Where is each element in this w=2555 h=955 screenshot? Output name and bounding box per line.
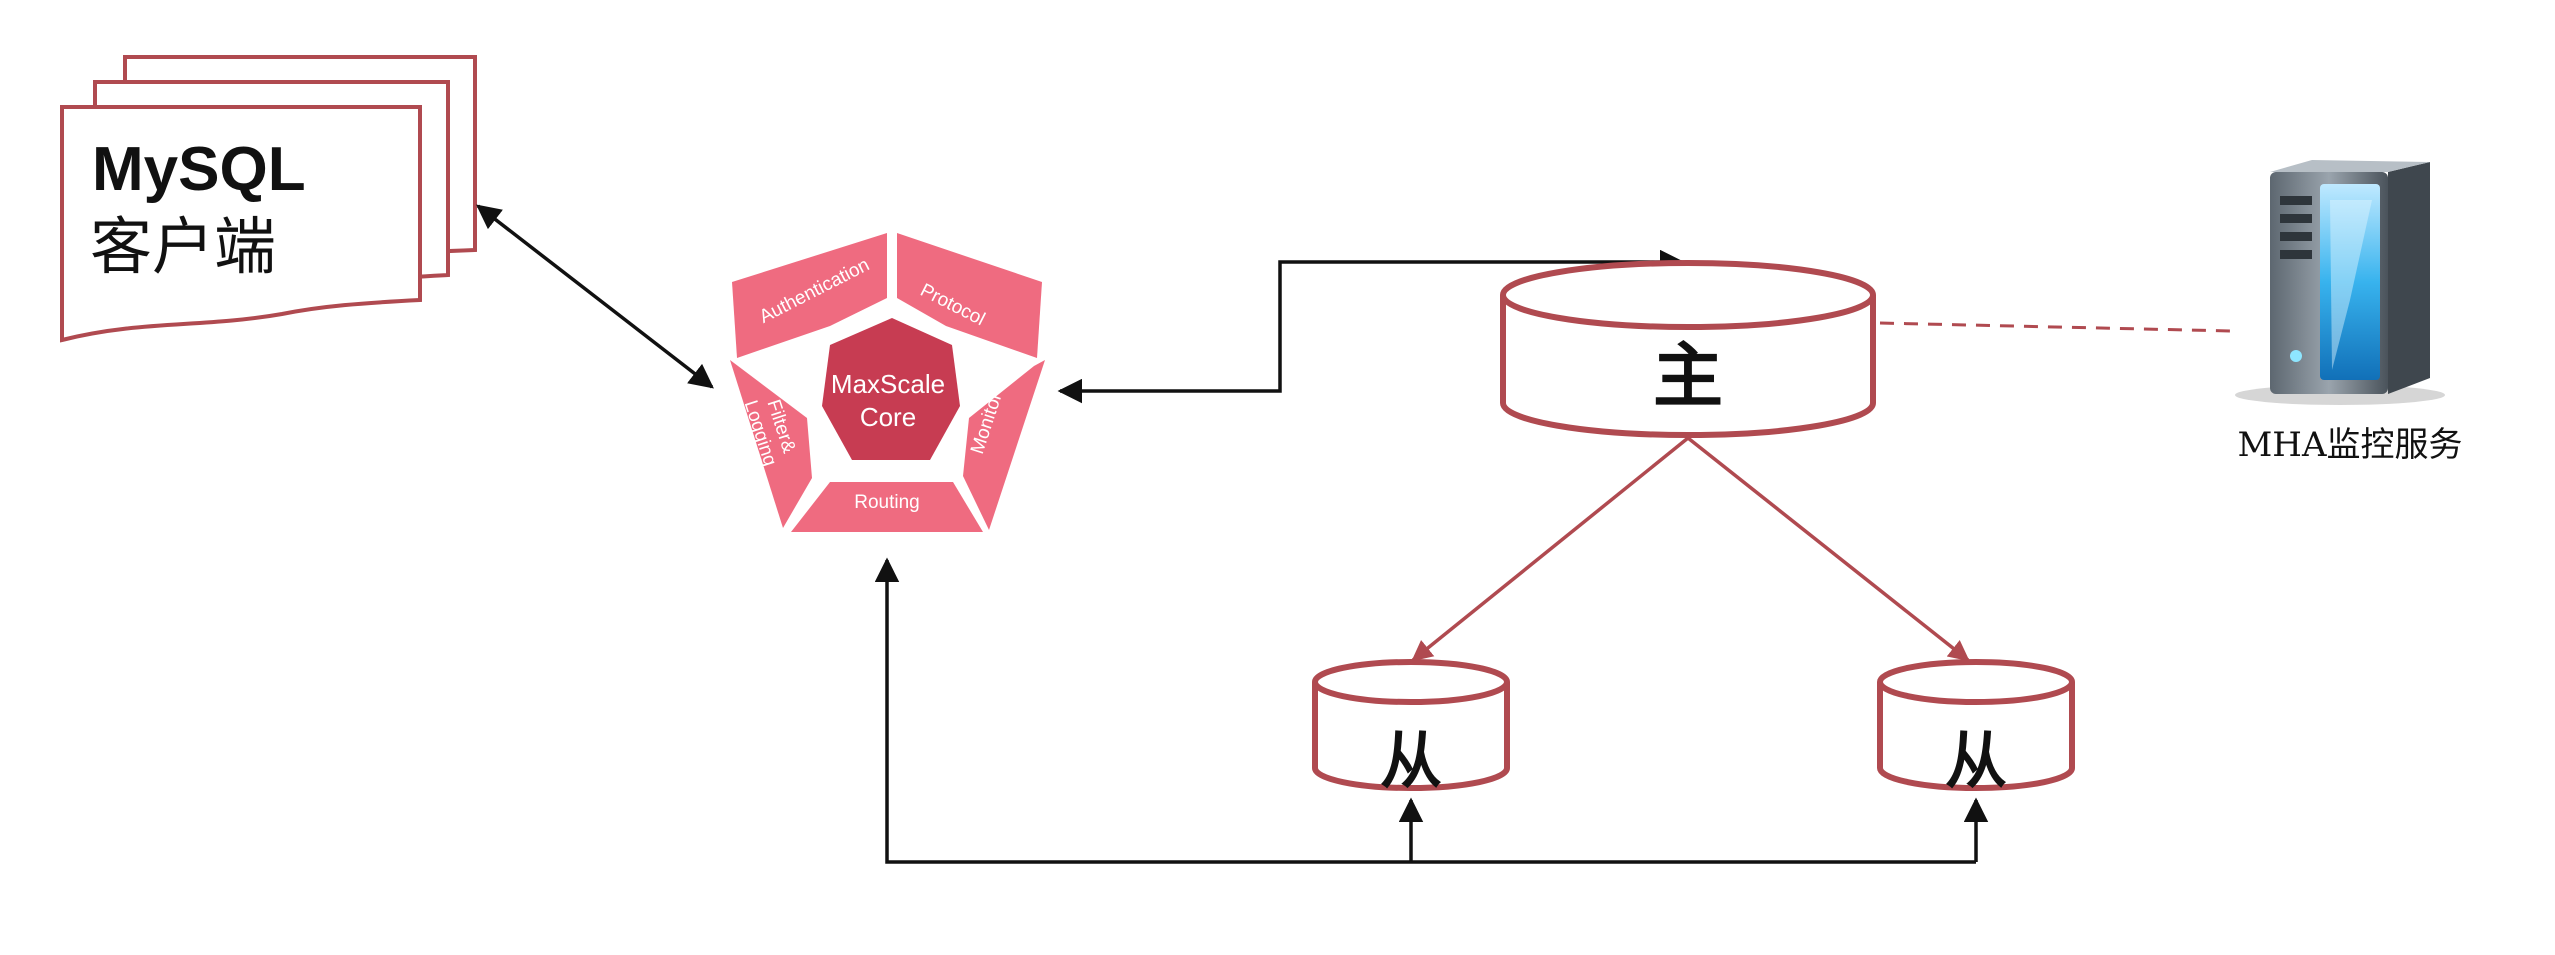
slave-db-left-label: 从	[1380, 724, 1442, 797]
slave-db-right-top	[1877, 659, 2075, 705]
client-title: MySQL	[92, 135, 306, 204]
master-to-slave-left	[1411, 436, 1690, 662]
mha-server: MHA监控服务	[2235, 160, 2463, 465]
master-db-body	[1500, 295, 1876, 438]
server-drive-slot-1	[2280, 196, 2312, 205]
slave-db-right: 从	[1877, 659, 2075, 797]
server-drive-slot-2	[2280, 214, 2312, 223]
slave-db-left: 从	[1312, 659, 1510, 797]
client-maxscale-arrow	[476, 204, 714, 389]
core-label-line1: MaxScale	[831, 369, 945, 399]
core-label-line2: Core	[860, 402, 916, 432]
segment-filter-logging	[730, 360, 812, 528]
master-to-slave-right	[1686, 436, 1970, 662]
client-subtitle: 客户端	[90, 210, 276, 283]
server-panel-highlight	[2330, 200, 2372, 370]
slave-db-right-label: 从	[1945, 724, 2007, 797]
master-db-label: 主	[1653, 335, 1723, 417]
slave-db-left-body	[1312, 682, 1510, 791]
mysql-client-node: MySQL 客户端	[60, 55, 477, 343]
server-front-panel	[2320, 184, 2380, 380]
master-db-top	[1500, 260, 1876, 330]
server-drive-slot-4	[2280, 250, 2312, 259]
server-top-face	[2270, 160, 2430, 172]
segment-routing	[791, 482, 983, 532]
server-power-light	[2290, 350, 2302, 362]
segment-routing-label: Routing	[854, 492, 920, 513]
document-front-sheet	[60, 105, 422, 343]
slave-db-left-top	[1312, 659, 1510, 705]
server-side-face	[2388, 162, 2430, 394]
slave-feedback-line	[874, 557, 1976, 864]
connectors	[476, 204, 2233, 864]
maxscale-core	[822, 318, 960, 460]
slave-db-right-body	[1877, 682, 2075, 791]
segment-protocol	[897, 233, 1042, 358]
master-db: 主	[1500, 260, 1876, 438]
segment-monitor	[963, 360, 1045, 530]
segment-authentication	[732, 233, 887, 358]
master-mha-dashed-link	[1879, 321, 2233, 333]
maxscale-master-arrow	[1057, 249, 1685, 404]
server-drive-slot-3	[2280, 232, 2312, 241]
mha-label: MHA监控服务	[2237, 425, 2462, 465]
maxscale-node: Authentication Protocol Monitor Routing …	[730, 233, 1045, 532]
